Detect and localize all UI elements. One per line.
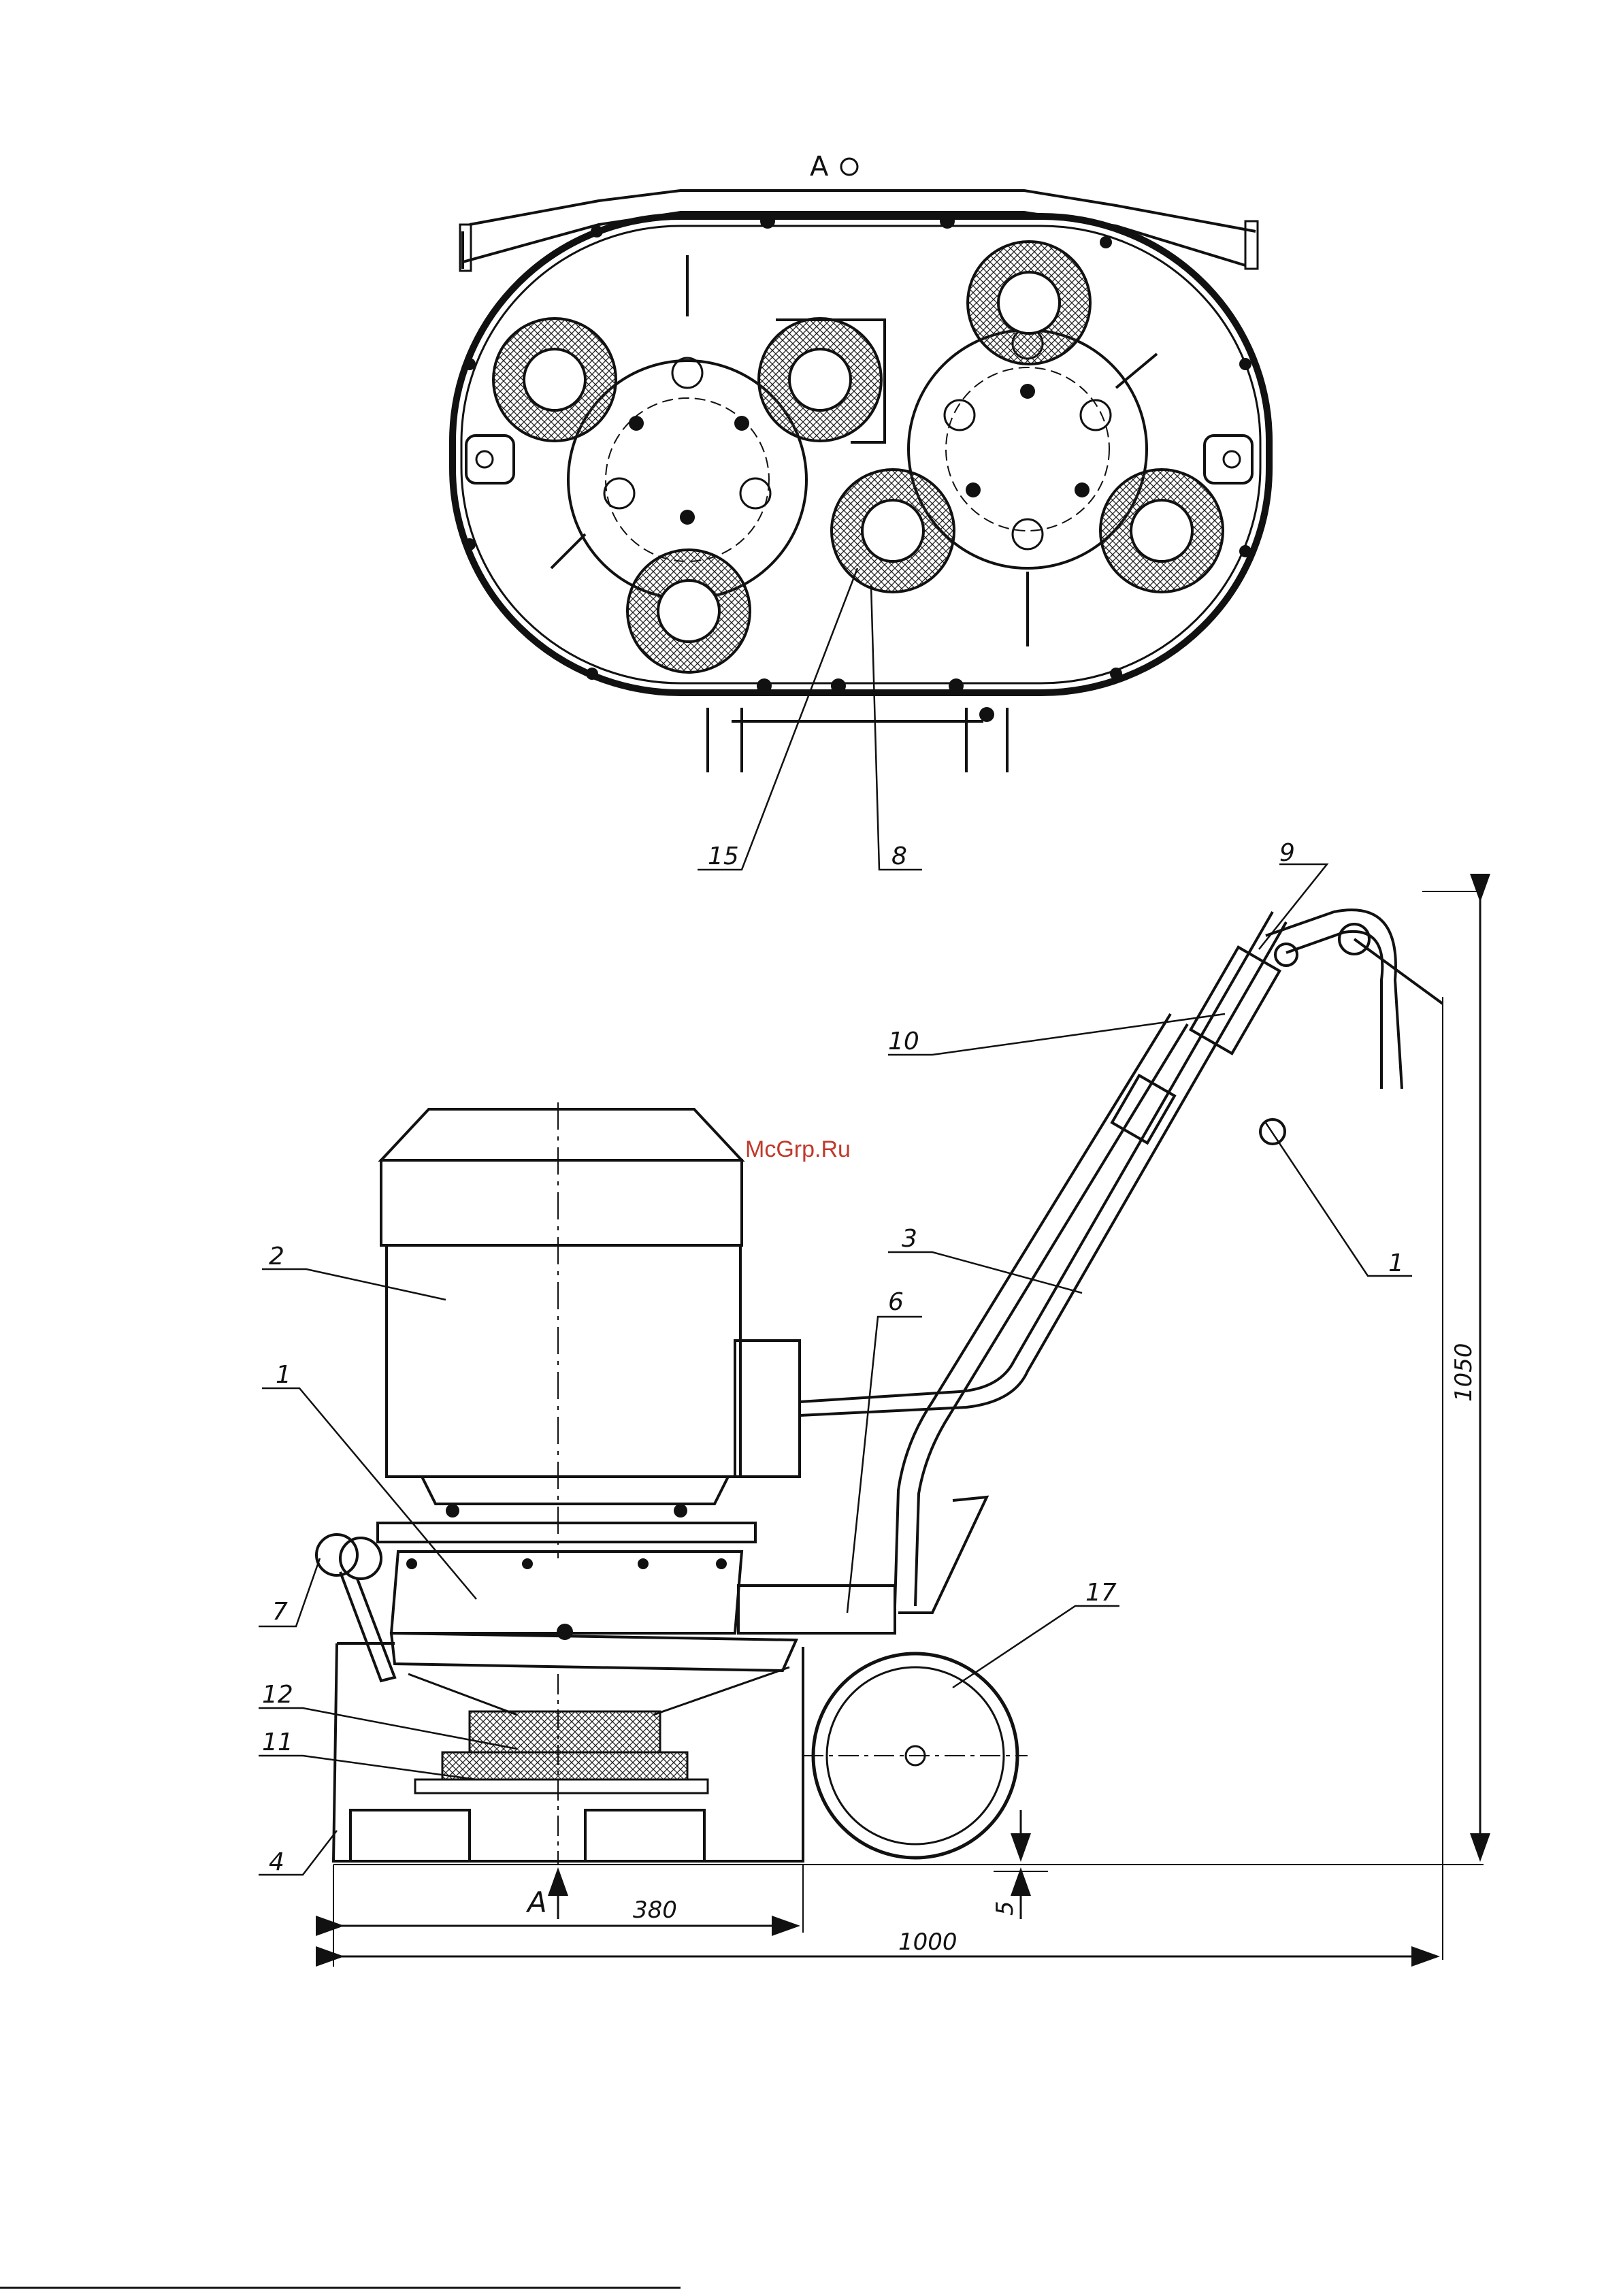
- grinding-disc-right: [585, 1810, 704, 1861]
- grinding-head: [1100, 470, 1223, 592]
- grinding-disc-left: [350, 1810, 470, 1861]
- section-label: A: [525, 1886, 547, 1919]
- side-view: [259, 864, 1484, 1967]
- terminal-box: [735, 1341, 800, 1477]
- switch-box: [1191, 947, 1280, 1053]
- callout-1-handle: 1: [1388, 1249, 1404, 1277]
- motor-flange: [422, 1477, 728, 1504]
- right-lug: [1205, 436, 1252, 483]
- callout-15: 15: [708, 842, 739, 870]
- callout-11: 11: [262, 1728, 293, 1756]
- callout-9: 9: [1279, 839, 1295, 867]
- callout-2: 2: [269, 1243, 284, 1270]
- bottom-legs: [708, 708, 1007, 772]
- grinding-head: [832, 470, 954, 592]
- grinding-head: [759, 318, 881, 441]
- watermark: McGrp.Ru: [745, 1136, 851, 1162]
- gearbox: [391, 1552, 742, 1633]
- grinding-heads: [493, 242, 1223, 672]
- grinding-head: [968, 242, 1090, 364]
- motor-body: [381, 1160, 742, 1245]
- view-label: A: [810, 151, 829, 182]
- dim-length: 1000: [898, 1929, 957, 1956]
- top-view: A: [453, 151, 1269, 870]
- rotation-symbol: [841, 159, 857, 175]
- callout-12: 12: [262, 1681, 293, 1709]
- callout-3: 3: [902, 1225, 917, 1253]
- grinding-head: [493, 318, 616, 441]
- callout-4: 4: [269, 1848, 284, 1876]
- housing-bolts: [463, 214, 1251, 722]
- dim-height: 1050: [1450, 1343, 1477, 1402]
- motor-housing: [387, 1245, 740, 1477]
- handle-frame: [895, 1014, 1170, 1606]
- handle-tube: [800, 912, 1273, 1402]
- callout-8: 8: [891, 842, 907, 870]
- callout-7: 7: [272, 1598, 288, 1626]
- callout-10: 10: [888, 1028, 919, 1055]
- housing-inner: [461, 226, 1260, 683]
- left-lug: [466, 436, 514, 483]
- dim-base: 380: [633, 1897, 677, 1924]
- callout-6: 6: [888, 1288, 904, 1316]
- callout-1-gearbox: 1: [276, 1361, 291, 1389]
- dim-clearance: 5: [992, 1901, 1019, 1916]
- callout-17: 17: [1085, 1579, 1117, 1607]
- motor-cap: [381, 1109, 742, 1160]
- grinding-head: [627, 550, 750, 672]
